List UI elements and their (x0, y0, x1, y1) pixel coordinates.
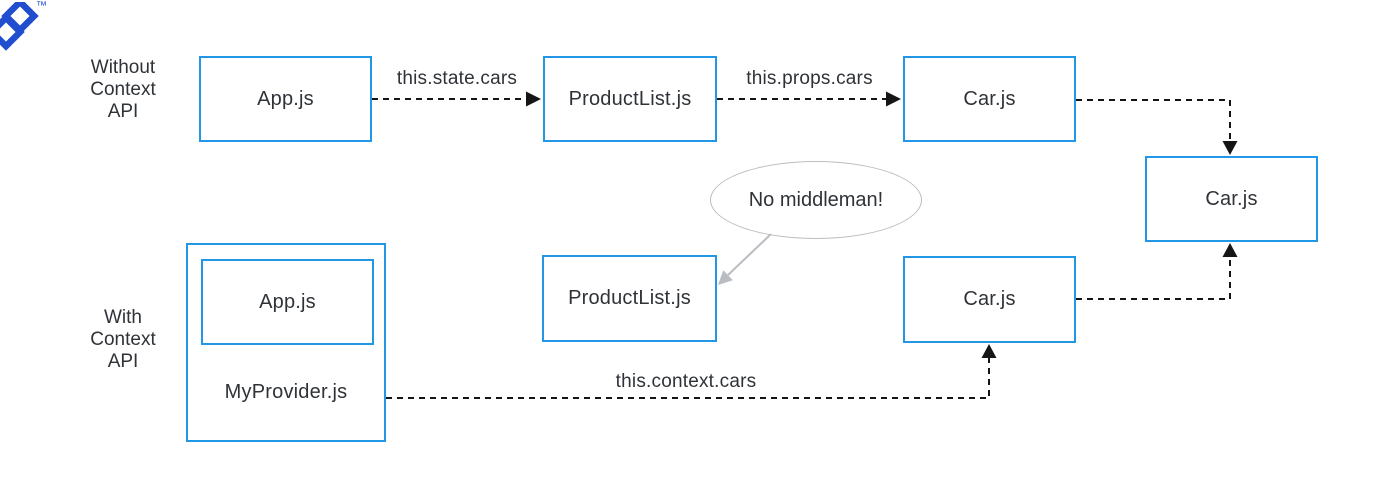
edge-label-this-state-cars: this.state.cars (396, 68, 518, 89)
edge-label-this-props-cars: this.props.cars (746, 68, 873, 89)
arrow-top-car-to-right-car-line (1076, 99, 1231, 141)
edge-label-this-context-cars: this.context.cars (615, 371, 757, 392)
arrowhead-into-right-car-top (1222, 141, 1238, 155)
node-label: Car.js (1205, 187, 1258, 210)
callout-pointer-line (727, 233, 772, 276)
arrowhead-into-right-car-bottom (1222, 243, 1238, 257)
arrowhead-props-cars (886, 91, 901, 107)
callout-no-middleman: No middleman! (710, 161, 922, 239)
node-car-js-top: Car.js (903, 56, 1076, 142)
arrowhead-context-cars (981, 344, 997, 358)
node-label: App.js (259, 290, 316, 313)
node-label: App.js (257, 87, 314, 110)
callout-pointer-arrowhead (718, 270, 733, 285)
section-label-with-context-api: With Context API (90, 307, 156, 372)
node-label: Car.js (963, 288, 1016, 310)
toptal-logo-mark (0, 2, 39, 51)
node-car-js-right: Car.js (1145, 156, 1318, 242)
node-label: Car.js (963, 87, 1016, 110)
node-label: ProductList.js (568, 287, 691, 309)
trademark-symbol: ™ (36, 0, 47, 12)
node-productlist-js-top: ProductList.js (543, 56, 717, 142)
arrowhead-state-cars (526, 91, 541, 107)
toptal-logo: ™ (0, 0, 56, 56)
node-app-js-inner: App.js (201, 259, 374, 345)
callout-text: No middleman! (748, 188, 884, 211)
node-productlist-js-bottom: ProductList.js (542, 255, 717, 342)
node-myprovider-js: App.js MyProvider.js (186, 243, 386, 442)
arrow-bottom-car-to-right-car-line (1076, 257, 1231, 300)
node-app-js-top: App.js (199, 56, 372, 142)
node-car-js-bottom: Car.js (903, 256, 1076, 343)
myprovider-label: MyProvider.js (224, 381, 348, 403)
section-label-without-context-api: Without Context API (90, 57, 156, 122)
node-label: ProductList.js (568, 87, 692, 110)
